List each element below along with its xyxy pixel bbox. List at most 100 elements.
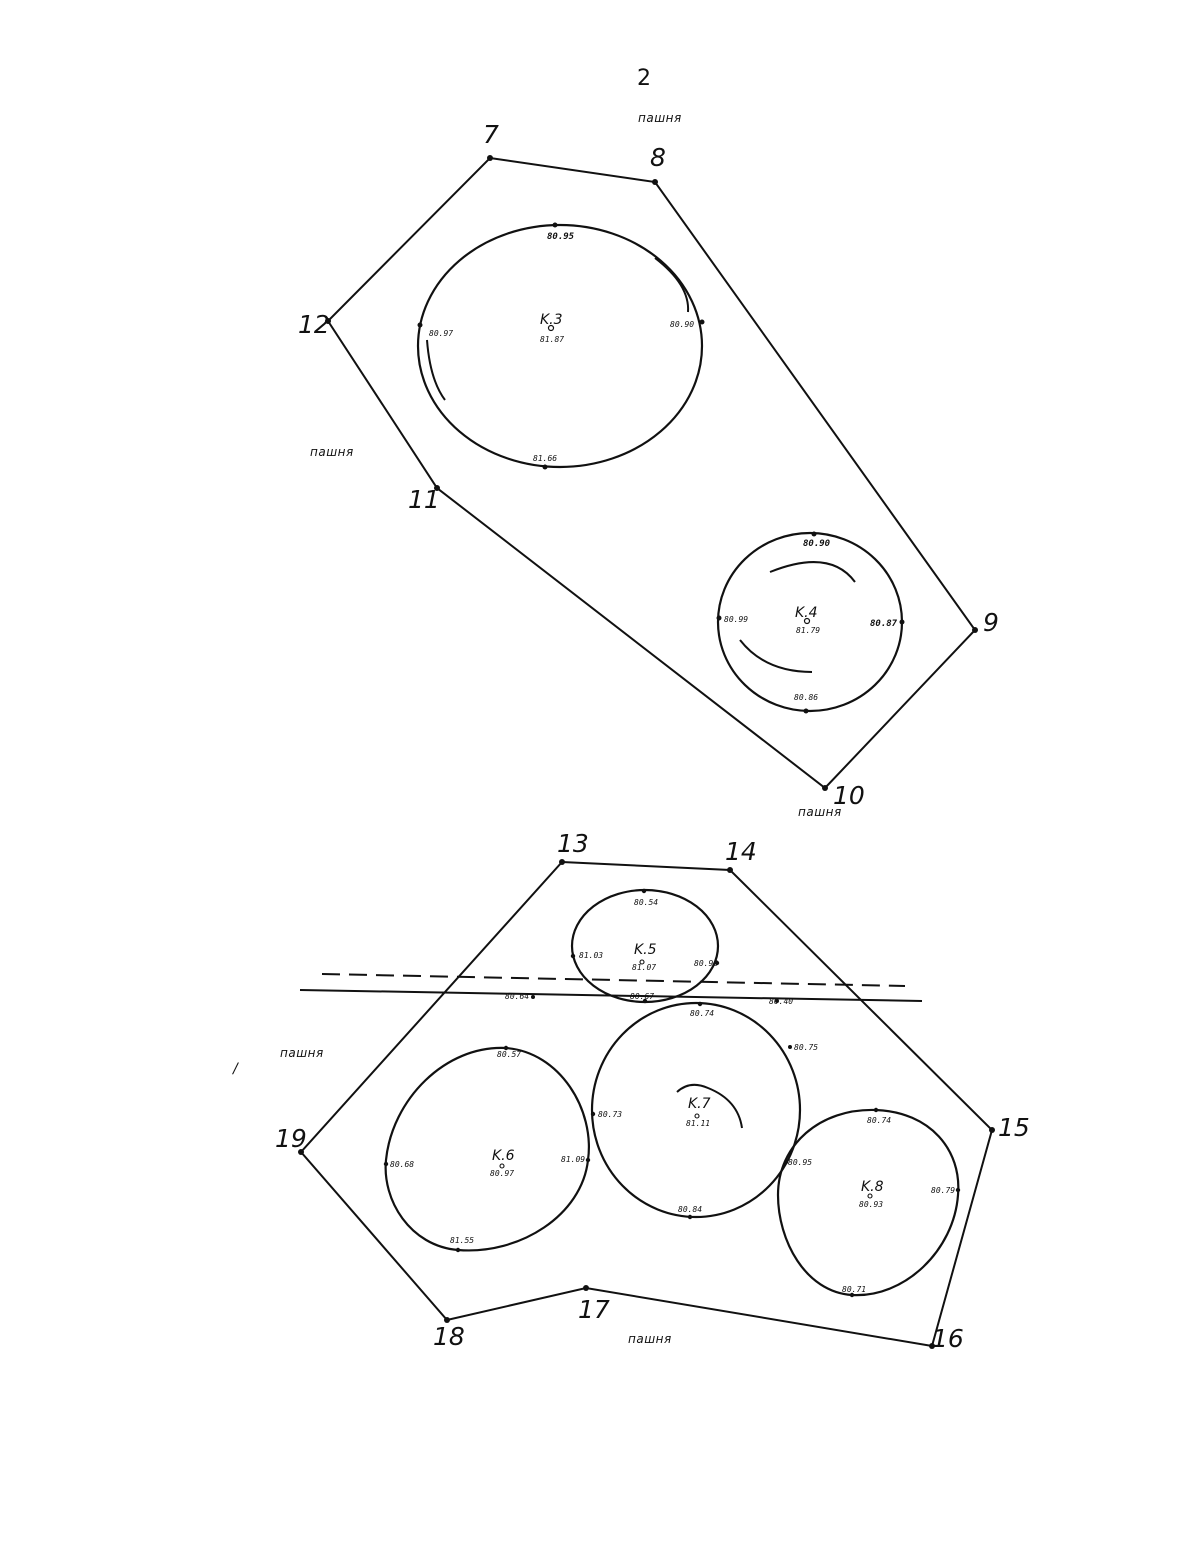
contour-k6-point	[455, 1247, 461, 1253]
contour-k6: K.6 80.97 80.57 81.09 81.55 80.68	[383, 1045, 591, 1253]
road-point	[531, 995, 535, 999]
contour-k3-center-marker	[547, 324, 555, 332]
vertex-marker	[652, 179, 658, 185]
contour-k5-elevation: 80.67	[630, 992, 654, 1001]
vertex-marker	[822, 785, 828, 791]
contour-k5-elevation: 80.54	[634, 898, 658, 907]
contour-k3-label: K.3	[540, 312, 563, 328]
contour-k8-point	[955, 1187, 961, 1193]
land-label-left: пашня	[280, 1046, 324, 1060]
contour-k4-center-elevation: 81.79	[796, 626, 820, 635]
contour-k4-inner-arc	[739, 639, 813, 673]
contour-k3-center-elevation: 81.87	[540, 335, 564, 344]
contour-k3-elevation: 80.90	[670, 320, 694, 329]
contour-k7-elevation: 80.84	[678, 1205, 702, 1214]
vertex-label-15: 15	[998, 1113, 1030, 1142]
contour-k5-point	[570, 953, 576, 959]
contour-k5-point	[641, 888, 647, 894]
contour-k7-inner-arc	[676, 1083, 743, 1129]
contour-k5-point	[714, 960, 720, 966]
contour-k5-label: K.5	[634, 942, 657, 958]
vertex-label-10: 10	[833, 781, 865, 810]
contour-k4-point	[811, 531, 817, 537]
contour-k8-elevation: 80.79	[931, 1186, 955, 1195]
land-label-top: пашня	[638, 111, 682, 125]
contour-k3: K.3 81.87 80.95 80.90 81.66 80.97	[416, 222, 705, 470]
vertex-marker	[727, 867, 733, 873]
lower-plot-boundary	[299, 860, 994, 1348]
vertex-label-8: 8	[650, 143, 666, 172]
vertex-marker	[434, 485, 440, 491]
contour-k8-center-elevation: 80.93	[859, 1200, 883, 1209]
contour-k8-label: K.8	[861, 1179, 884, 1195]
contour-k6-center-elevation: 80.97	[490, 1169, 514, 1178]
contour-k3-elevation: 80.97	[429, 329, 453, 338]
road-dashed-line	[321, 973, 906, 987]
vertex-marker	[989, 1127, 995, 1133]
contour-k6-point	[383, 1161, 389, 1167]
vertex-label-12: 12	[298, 310, 330, 339]
contour-k7-outline	[590, 1001, 802, 1219]
contour-k7-center-elevation: 81.11	[686, 1119, 710, 1128]
contour-k4-elevation: 80.99	[724, 615, 748, 624]
road-point	[775, 999, 779, 1003]
contour-k5-center-marker	[639, 959, 645, 965]
contour-k5: K.5 81.07 80.54 80.98 80.67 81.03	[570, 888, 720, 1004]
contour-k3-point	[542, 464, 548, 470]
contour-k6-elevation: 81.09	[561, 1155, 585, 1164]
contour-k5-elevation: 80.98	[694, 959, 718, 968]
contour-k4-elevation: 80.90	[803, 539, 831, 549]
contour-k8-elevation: 80.95	[788, 1158, 812, 1167]
vertex-label-11: 11	[408, 485, 440, 514]
contour-k6-point	[585, 1157, 591, 1163]
contour-k4-point	[803, 708, 809, 714]
page-number: 2	[637, 66, 651, 91]
contour-k6-label: K.6	[492, 1148, 515, 1164]
contour-k7-label: K.7	[688, 1096, 711, 1112]
lower-plot-vertices	[298, 859, 995, 1349]
upper-plot: 7 8 9 10 11 12 пашня пашня пашня K.3 81.…	[298, 111, 999, 819]
vertex-label-17: 17	[578, 1295, 610, 1324]
vertex-label-19: 19	[275, 1124, 307, 1153]
contour-k7: K.7 81.11 80.74 80.73 80.84	[590, 1001, 802, 1220]
contour-k3-inner-arc	[654, 257, 690, 313]
contour-k5-point	[642, 998, 648, 1004]
vertex-label-14: 14	[725, 837, 757, 866]
vertex-label-13: 13	[557, 829, 589, 858]
contour-k8-elevation: 80.74	[867, 1116, 891, 1125]
road-point	[788, 1045, 792, 1049]
contour-k8-elevation: 80.71	[842, 1285, 866, 1294]
contour-k8-point	[783, 1159, 789, 1165]
vertex-marker	[444, 1317, 450, 1323]
contour-k6-outline	[384, 1046, 590, 1252]
contour-k5-elevation: 81.03	[579, 951, 603, 960]
vertex-marker	[298, 1149, 304, 1155]
contour-k4: K.4 81.79 80.90 80.87 80.86 80.99	[716, 531, 905, 714]
contour-k8-point	[849, 1292, 855, 1298]
land-label-bottom: пашня	[798, 805, 842, 819]
vertex-marker	[929, 1343, 935, 1349]
contour-k4-elevation: 80.87	[870, 619, 898, 629]
road-elevation: 80.75	[794, 1043, 818, 1052]
contour-k6-elevation: 81.55	[450, 1236, 474, 1245]
contour-k3-inner-arc	[426, 339, 446, 401]
land-label-left: пашня	[310, 445, 354, 459]
contour-k4-point	[899, 619, 905, 625]
vertex-label-7: 7	[483, 120, 499, 149]
vertex-label-18: 18	[433, 1322, 465, 1351]
contour-k7-point	[697, 1001, 703, 1007]
contour-k3-point	[417, 322, 423, 328]
contour-k3-point	[699, 319, 705, 325]
contour-k3-outline	[416, 223, 704, 469]
contour-k6-elevation: 80.57	[497, 1050, 521, 1059]
vertex-label-9: 9	[983, 608, 999, 637]
contour-k7-center-marker	[694, 1113, 700, 1119]
contour-k3-point	[552, 222, 558, 228]
contour-k4-inner-arc	[769, 561, 856, 583]
stray-mark: /	[231, 1061, 239, 1077]
contour-k6-point	[503, 1045, 509, 1051]
contour-k7-point	[590, 1111, 596, 1117]
vertex-marker	[325, 318, 331, 324]
vertex-marker	[559, 859, 565, 865]
